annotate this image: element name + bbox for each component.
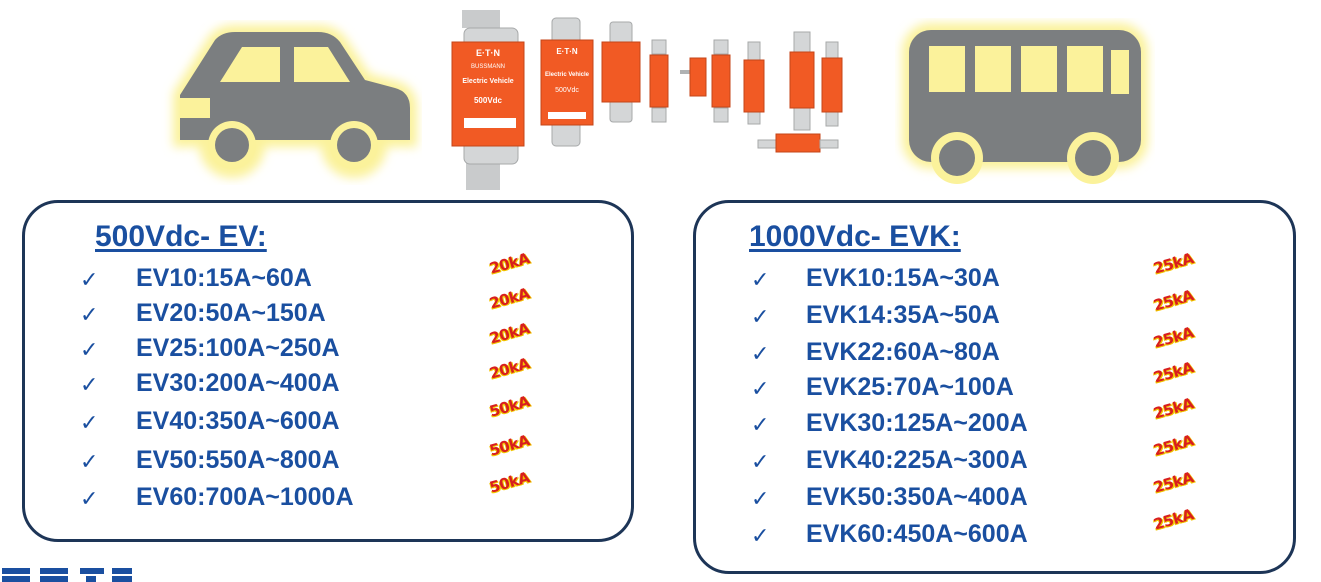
- fuse-range-label: EV40:350A~600A: [136, 407, 340, 435]
- bus-icon: [902, 23, 1148, 184]
- fuse-range-label: EVK30:125A~200A: [806, 409, 1028, 437]
- checkmark-icon: ✓: [751, 450, 770, 475]
- rating-badge: 25kA: [1151, 358, 1196, 387]
- checkmark-icon: ✓: [751, 524, 770, 549]
- fuse-range-label: EV20:50A~150A: [136, 299, 326, 327]
- svg-text:E·T·N: E·T·N: [556, 47, 578, 56]
- fuse-range-label: EVK50:350A~400A: [806, 483, 1028, 511]
- rating-badge: 20kA: [487, 354, 532, 383]
- checkmark-icon: ✓: [751, 305, 770, 330]
- fuse-range-label: EVK22:60A~80A: [806, 338, 1000, 366]
- rating-badge: 25kA: [1151, 468, 1196, 497]
- evk-series-panel: 1000Vdc- EVK: ✓ EVK10:15A~30A 25kA ✓ EVK…: [693, 200, 1296, 574]
- rating-badge: 25kA: [1151, 394, 1196, 423]
- checkmark-icon: ✓: [80, 450, 99, 475]
- checkmark-icon: ✓: [751, 487, 770, 512]
- fuse-brand-text: E·T·N: [476, 48, 500, 58]
- rating-badge: 20kA: [487, 284, 532, 313]
- checkmark-icon: ✓: [751, 342, 770, 367]
- car-icon: [173, 25, 417, 178]
- fuse-range-label: EVK40:225A~300A: [806, 446, 1028, 474]
- checkmark-icon: ✓: [80, 411, 99, 436]
- rating-badge: 25kA: [1151, 505, 1196, 534]
- svg-text:500Vdc: 500Vdc: [474, 96, 503, 105]
- ev-panel-title: 500Vdc- EV:: [95, 220, 267, 253]
- rating-badge: 50kA: [487, 431, 532, 460]
- checkmark-icon: ✓: [80, 303, 99, 328]
- fuse-range-label: EV50:550A~800A: [136, 446, 340, 474]
- checkmark-icon: ✓: [751, 413, 770, 438]
- fuse-range-label: EV60:700A~1000A: [136, 483, 354, 511]
- fuse-range-label: EVK14:35A~50A: [806, 301, 1000, 329]
- svg-text:500Vdc: 500Vdc: [555, 87, 579, 94]
- checkmark-icon: ✓: [80, 487, 99, 512]
- fuse-range-label: EV25:100A~250A: [136, 334, 340, 362]
- checkmark-icon: ✓: [80, 268, 99, 293]
- fuse-product-image: E·T·N BUSSMANN Electric Vehicle 500Vdc E…: [451, 10, 843, 190]
- rating-badge: 20kA: [487, 249, 532, 278]
- ev-series-panel: 500Vdc- EV: ✓ EV10:15A~60A 20kA ✓ EV20:5…: [22, 200, 634, 542]
- rating-badge: 25kA: [1151, 286, 1196, 315]
- rating-badge: 50kA: [487, 468, 532, 497]
- fuse-range-label: EV10:15A~60A: [136, 264, 312, 292]
- rating-badge: 25kA: [1151, 249, 1196, 278]
- eaton-logo: [2, 568, 132, 582]
- svg-text:Electric Vehicle: Electric Vehicle: [462, 78, 513, 85]
- rating-badge: 50kA: [487, 392, 532, 421]
- fuse-range-label: EVK10:15A~30A: [806, 264, 1000, 292]
- fuse-range-label: EV30:200A~400A: [136, 369, 340, 397]
- svg-text:BUSSMANN: BUSSMANN: [471, 64, 505, 70]
- checkmark-icon: ✓: [80, 338, 99, 363]
- fuse-range-label: EVK25:70A~100A: [806, 373, 1014, 401]
- checkmark-icon: ✓: [751, 268, 770, 293]
- rating-badge: 25kA: [1151, 431, 1196, 460]
- rating-badge: 25kA: [1151, 323, 1196, 352]
- svg-text:Electric Vehicle: Electric Vehicle: [545, 72, 590, 78]
- rating-badge: 20kA: [487, 319, 532, 348]
- evk-panel-title: 1000Vdc- EVK:: [749, 220, 961, 253]
- checkmark-icon: ✓: [751, 377, 770, 402]
- fuse-range-label: EVK60:450A~600A: [806, 520, 1028, 548]
- checkmark-icon: ✓: [80, 373, 99, 398]
